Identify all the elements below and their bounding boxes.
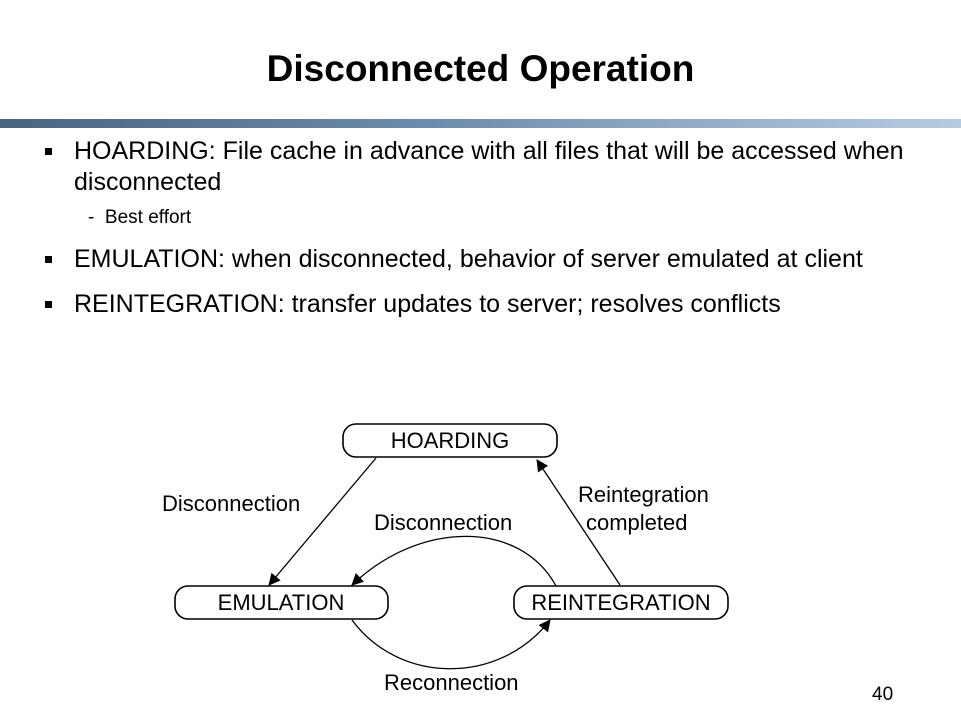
state-node-emulation: EMULATION (174, 585, 389, 620)
bullet-text: EMULATION: when disconnected, behavior o… (74, 245, 863, 273)
slide-title: Disconnected Operation (266, 48, 695, 89)
state-node-hoarding: HOARDING (342, 423, 558, 458)
square-bullet-icon (45, 301, 52, 308)
edge-label-reintegration: Reintegration (578, 482, 709, 507)
bullet-hoarding: HOARDING: File cache in advance with all… (45, 136, 925, 230)
edge-reintegration-to-hoarding (536, 459, 621, 586)
bullet-reintegration: REINTEGRATION: transfer updates to serve… (45, 289, 925, 320)
state-label-emulation: EMULATION (218, 590, 345, 615)
square-bullet-icon (45, 256, 52, 263)
state-node-reintegration: REINTEGRATION (513, 585, 729, 620)
edge-label-disconnection-inner: Disconnection (374, 510, 512, 535)
title-divider (0, 119, 961, 128)
page-number: 40 (872, 684, 894, 705)
edge-reintegration-to-emulation (351, 535, 557, 587)
edge-hoarding-to-emulation (268, 457, 377, 586)
state-label-reintegration: REINTEGRATION (531, 590, 710, 615)
bullet-text: HOARDING: File cache in advance with all… (74, 137, 904, 196)
square-bullet-icon (45, 148, 52, 155)
sub-bullet-text: Best effort (104, 207, 192, 228)
edge-label-completed: completed (586, 510, 688, 535)
bullet-text: REINTEGRATION: transfer updates to serve… (74, 290, 781, 318)
bullet-emulation: EMULATION: when disconnected, behavior o… (45, 244, 925, 275)
sub-bullet-best-effort: - Best effort (88, 207, 192, 228)
edge-label-disconnection-outer: Disconnection (162, 491, 300, 516)
edge-emulation-to-reintegration (351, 619, 551, 670)
bullet-list: HOARDING: File cache in advance with all… (45, 136, 925, 320)
state-label-hoarding: HOARDING (391, 428, 510, 453)
edge-label-reconnection: Reconnection (384, 670, 519, 695)
